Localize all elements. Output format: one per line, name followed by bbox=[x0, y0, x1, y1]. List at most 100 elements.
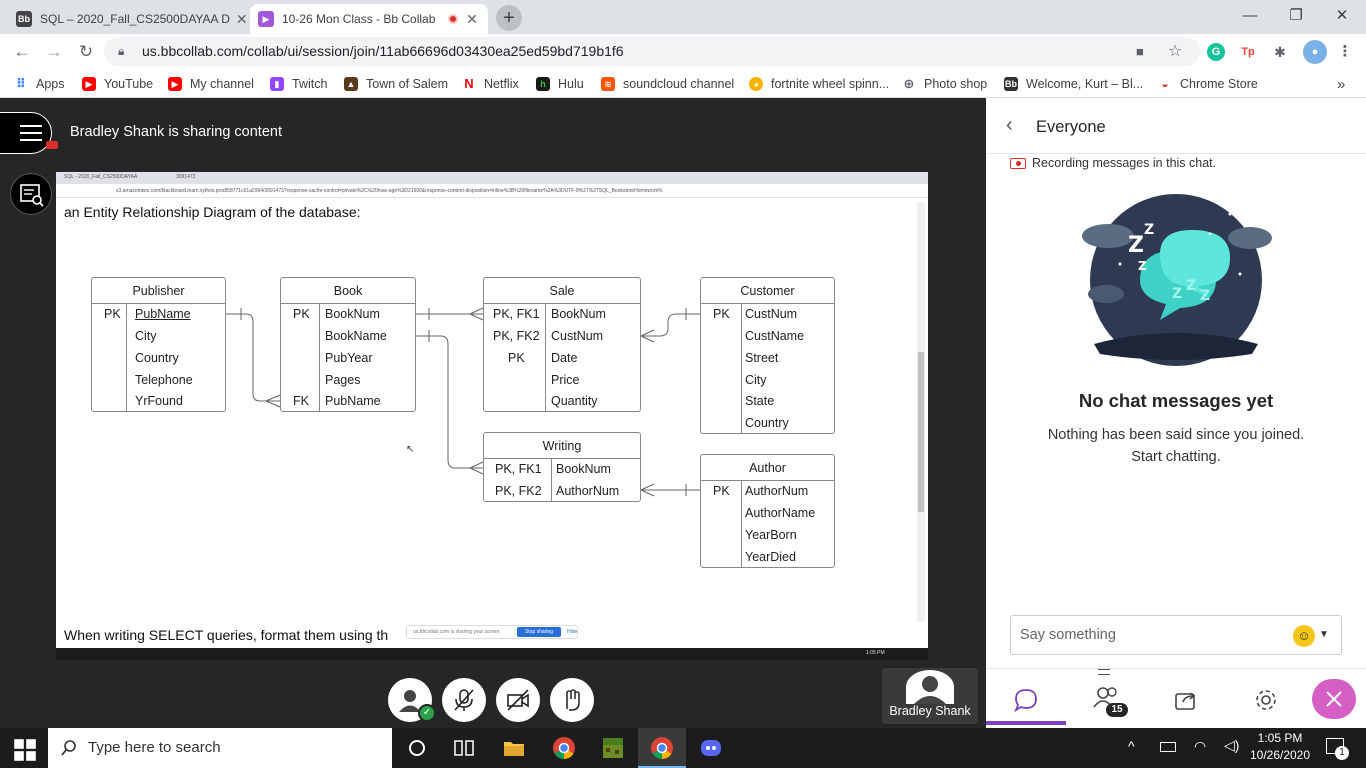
bookmark-youtube[interactable]: ▶YouTube bbox=[82, 75, 153, 93]
shared-taskbar: 1:05 PM bbox=[56, 648, 928, 660]
key-label: PK bbox=[713, 484, 730, 498]
notification-center-icon[interactable]: 1 bbox=[1326, 738, 1349, 760]
close-tab-icon[interactable]: ✕ bbox=[235, 11, 248, 27]
field-label: YrFound bbox=[135, 394, 183, 408]
field-label: PubName bbox=[325, 394, 381, 408]
taskbar-chrome-active[interactable] bbox=[638, 728, 686, 768]
chevron-left-icon[interactable]: ‹ bbox=[1006, 114, 1013, 136]
erd-table-author: Author PK AuthorNum AuthorName YearBorn … bbox=[700, 454, 835, 568]
restore-icon[interactable]: ❐ bbox=[1289, 7, 1303, 24]
svg-text:Z: Z bbox=[1144, 222, 1154, 238]
bookmark-photo-shop[interactable]: ⊕Photo shop bbox=[902, 75, 987, 93]
bookmark-star-icon[interactable]: ☆ bbox=[1168, 43, 1183, 60]
discord-icon[interactable] bbox=[699, 736, 723, 760]
windows-start-icon[interactable] bbox=[13, 738, 37, 762]
bookmarks-overflow-button[interactable]: » bbox=[1337, 75, 1346, 93]
emoji-icon[interactable]: ☺ bbox=[1293, 625, 1315, 647]
minecraft-icon[interactable] bbox=[601, 736, 625, 760]
presenter-avatar bbox=[906, 670, 954, 704]
chevron-up-icon[interactable]: ^ bbox=[1128, 738, 1135, 754]
reload-icon[interactable]: ↻ bbox=[78, 42, 94, 61]
camera-toggle-button[interactable] bbox=[496, 678, 540, 722]
presenter-name: Bradley Shank bbox=[889, 704, 971, 718]
tab-chat[interactable] bbox=[986, 673, 1066, 725]
browser-tab-collab[interactable]: ▶ 10-26 Mon Class - Bb Collab ✕ bbox=[250, 4, 488, 34]
tp-extension-icon[interactable]: Tp bbox=[1239, 43, 1257, 61]
document-heading: an Entity Relationship Diagram of the da… bbox=[64, 204, 361, 220]
volume-icon[interactable]: ◁) bbox=[1224, 737, 1240, 753]
column-divider bbox=[319, 304, 320, 411]
bookmark-town-of-salem[interactable]: ▲Town of Salem bbox=[344, 75, 448, 93]
key-label: PK bbox=[293, 307, 310, 321]
field-label: CustName bbox=[745, 329, 805, 343]
grammarly-icon[interactable]: G bbox=[1207, 43, 1225, 61]
bookmark-label: Welcome, Kurt – Bl... bbox=[1026, 77, 1144, 91]
stop-sharing-button: Stop sharing bbox=[517, 627, 561, 637]
presenter-tile[interactable]: Bradley Shank bbox=[882, 668, 978, 724]
task-view-icon[interactable] bbox=[452, 736, 476, 760]
my-status-button[interactable]: ✓ bbox=[388, 678, 436, 722]
file-explorer-icon[interactable] bbox=[502, 736, 526, 760]
profile-avatar[interactable]: ● bbox=[1303, 40, 1327, 64]
column-divider bbox=[741, 304, 742, 433]
bookmark-my-channel[interactable]: ▶My channel bbox=[168, 75, 254, 93]
browser-tab-sql[interactable]: Bb SQL – 2020_Fall_CS2500DAYAA D ✕ bbox=[8, 4, 248, 34]
chat-title: Everyone bbox=[1036, 118, 1106, 136]
bookmark-label: soundcloud channel bbox=[623, 77, 735, 91]
camera-icon[interactable]: ■ bbox=[1136, 44, 1144, 59]
mouse-cursor-icon: ↖ bbox=[406, 444, 415, 455]
address-bar[interactable]: 🔒︎ us.bbcollab.com/collab/ui/session/joi… bbox=[104, 37, 1200, 66]
cortana-icon[interactable] bbox=[405, 736, 429, 760]
table-title: Publisher bbox=[92, 278, 225, 304]
extensions-puzzle-icon[interactable]: ✱ bbox=[1271, 43, 1289, 61]
field-label: Street bbox=[745, 351, 779, 365]
url-text: us.bbcollab.com/collab/ui/session/join/1… bbox=[142, 43, 624, 59]
more-menu-icon[interactable]: ⋮ bbox=[1336, 43, 1354, 61]
close-tab-icon[interactable]: ✕ bbox=[466, 11, 478, 27]
content-dock-icon[interactable] bbox=[10, 173, 52, 215]
erd-table-book: Book PK FK BookNum BookName PubYear Page… bbox=[280, 277, 416, 412]
taskbar-search-box[interactable]: Type here to search bbox=[48, 728, 392, 768]
search-icon bbox=[61, 740, 76, 756]
hamburger-icon bbox=[20, 125, 42, 127]
bookmark-chrome-store[interactable]: ◒Chrome Store bbox=[1158, 75, 1258, 93]
bookmark-apps[interactable]: ⠿Apps bbox=[14, 75, 65, 93]
field-label: Country bbox=[135, 351, 179, 365]
key-label: PK bbox=[713, 307, 730, 321]
microphone-toggle-button[interactable] bbox=[442, 678, 486, 722]
chevron-down-icon[interactable]: ▼ bbox=[1319, 629, 1329, 640]
svg-text:Z: Z bbox=[1186, 278, 1196, 294]
back-arrow-icon[interactable]: ← bbox=[13, 42, 31, 61]
taskbar-clock[interactable]: 1:05 PM 10/26/2020 bbox=[1240, 730, 1320, 764]
close-panel-button[interactable] bbox=[1312, 679, 1356, 719]
battery-icon[interactable] bbox=[1160, 742, 1176, 752]
tab-attendees[interactable]: 15 bbox=[1066, 673, 1146, 725]
svg-text:Z: Z bbox=[1138, 259, 1147, 273]
raise-hand-button[interactable] bbox=[550, 678, 594, 722]
tab-share-content[interactable] bbox=[1146, 673, 1226, 725]
minimize-icon[interactable]: — bbox=[1242, 7, 1258, 24]
chat-message-input[interactable]: Say something ☺ ▼ bbox=[1010, 615, 1342, 655]
drag-handle-icon[interactable] bbox=[1098, 669, 1110, 675]
recording-icon bbox=[1010, 158, 1026, 169]
bookmark-twitch[interactable]: ▮Twitch bbox=[270, 75, 327, 93]
close-window-icon[interactable]: ✕ bbox=[1335, 7, 1349, 24]
bookmark-soundcloud[interactable]: ≋soundcloud channel bbox=[601, 75, 734, 93]
wifi-icon[interactable]: ◠ bbox=[1194, 738, 1207, 754]
windows-taskbar: Type here to search ^ ◠ ◁) 1:05 PM 10/26… bbox=[0, 728, 1366, 768]
chat-header: ‹ Everyone bbox=[986, 98, 1366, 154]
field-label: YearDied bbox=[745, 550, 796, 564]
bookmark-label: Netflix bbox=[484, 77, 519, 91]
new-tab-button[interactable]: + bbox=[496, 5, 522, 31]
shared-tab-2: 3091473 bbox=[176, 174, 196, 180]
field-label: BookNum bbox=[556, 462, 611, 476]
session-menu-button[interactable] bbox=[0, 112, 58, 154]
chrome-icon[interactable] bbox=[552, 736, 576, 760]
bookmark-fortnite-wheel[interactable]: ◕fortnite wheel spinn... bbox=[749, 75, 889, 93]
forward-arrow-icon[interactable]: → bbox=[45, 42, 63, 61]
field-label: Pages bbox=[325, 373, 361, 387]
tab-settings[interactable] bbox=[1226, 673, 1306, 725]
